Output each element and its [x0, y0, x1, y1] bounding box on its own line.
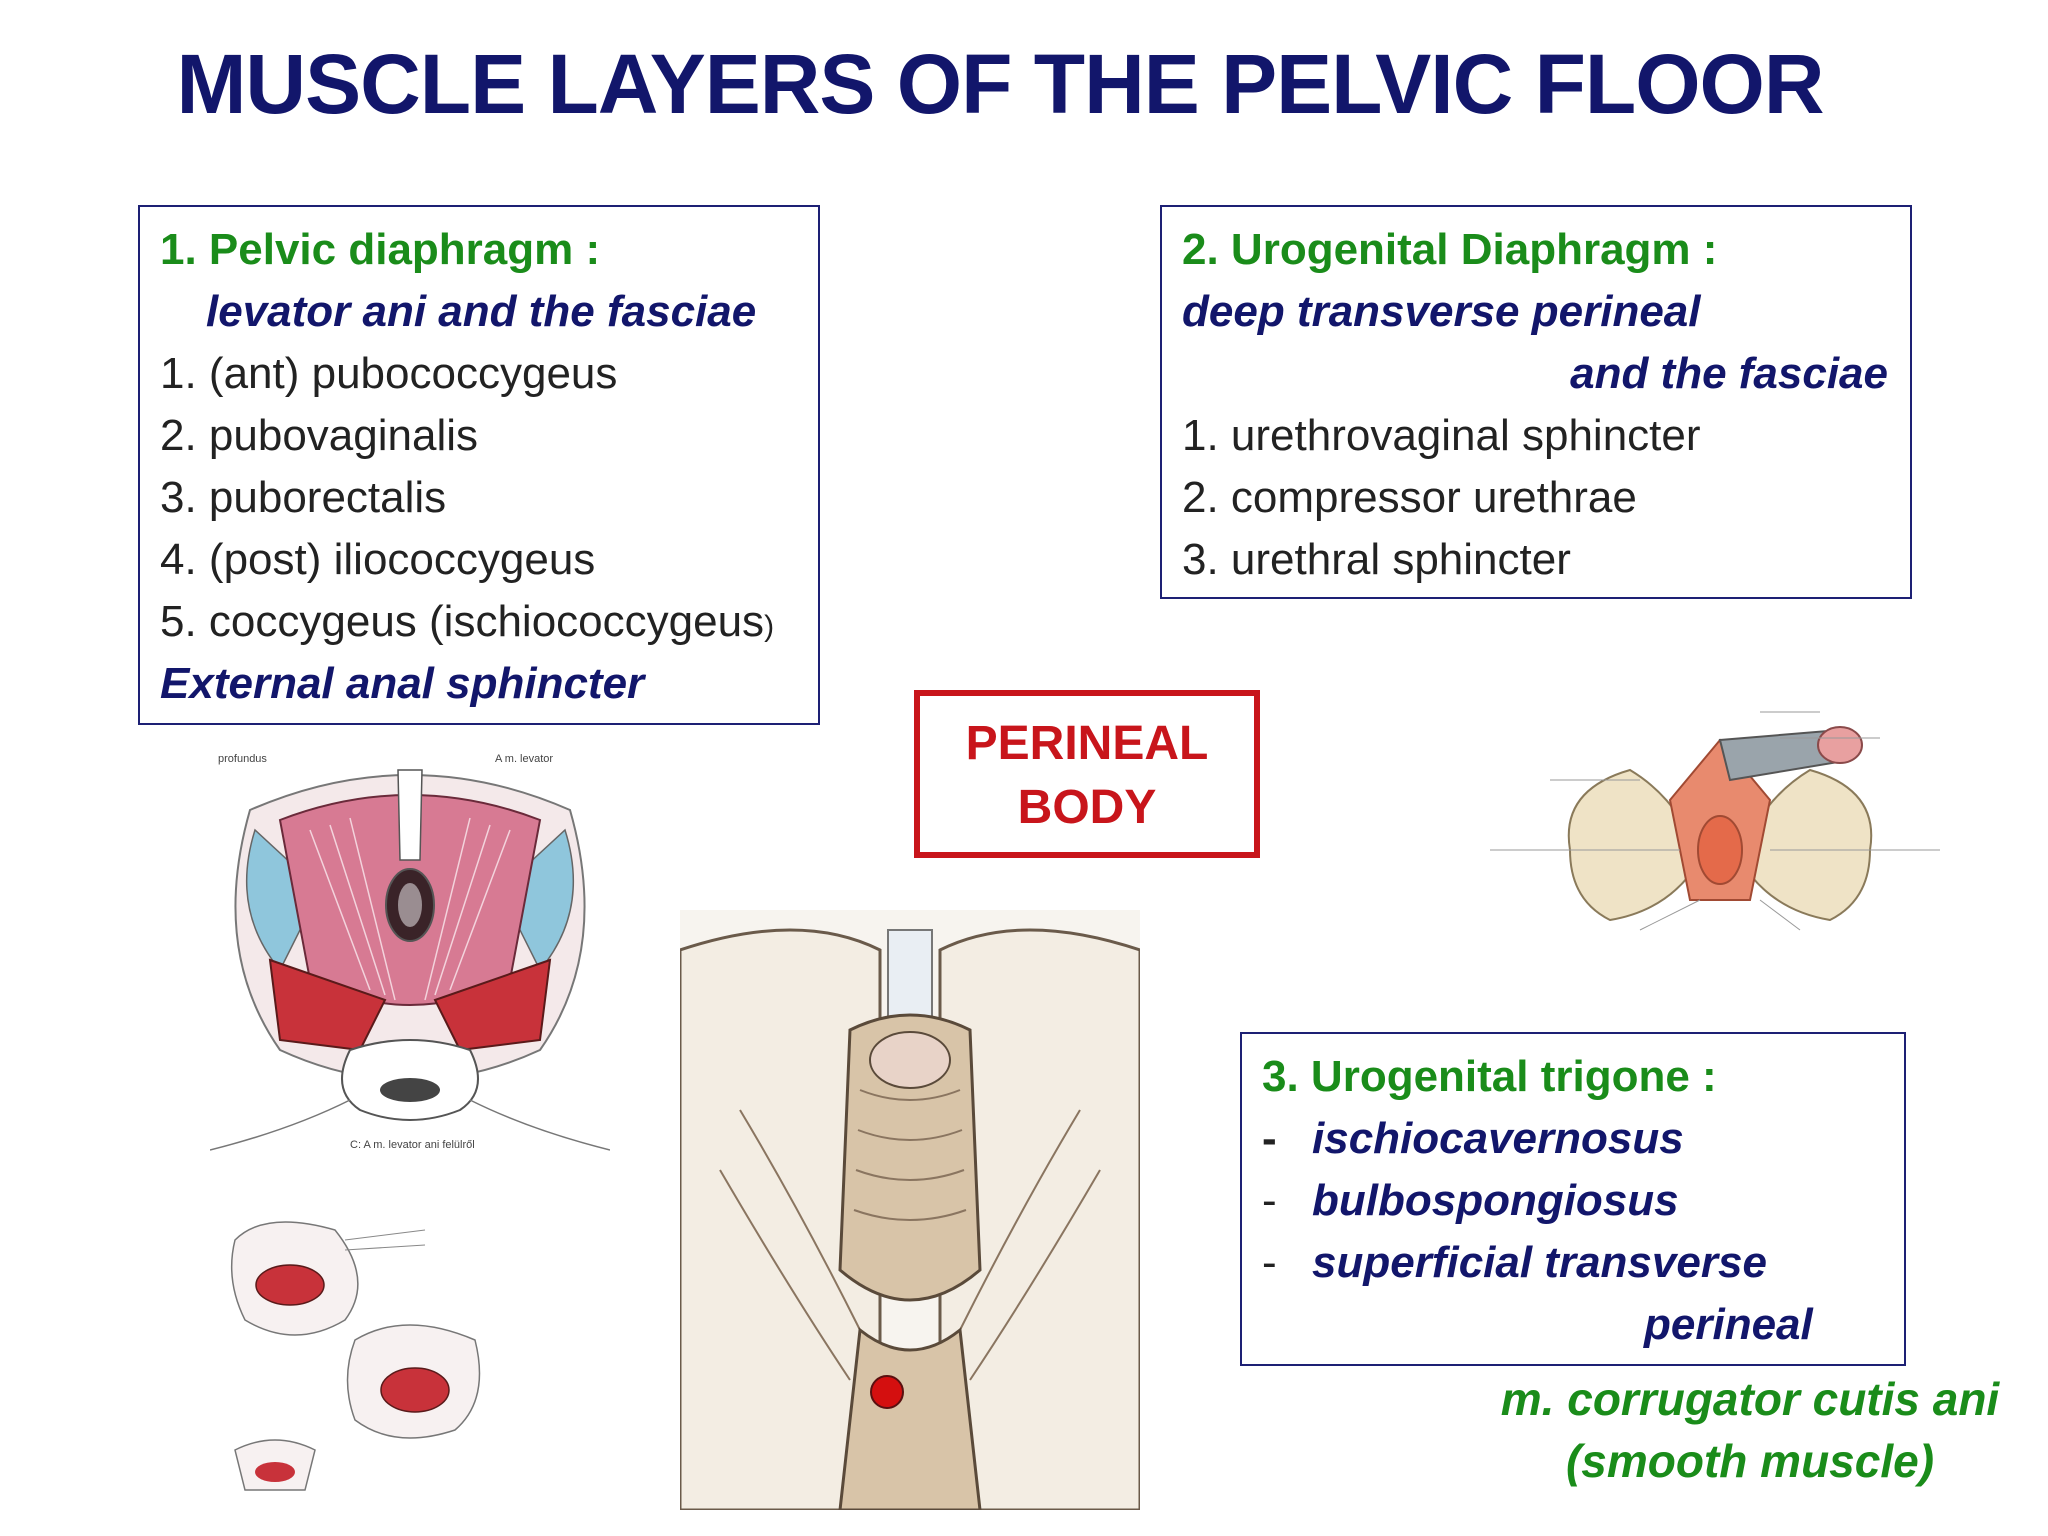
caption-line2: (smooth muscle): [1565, 1435, 1935, 1487]
list-item: 2. compressor urethrae: [1182, 473, 1637, 522]
list-item: 1. (ant) pubococcygeus: [160, 349, 618, 398]
pelvic-diaphragm-footer: External anal sphincter: [160, 659, 645, 708]
perineal-body-line2: BODY: [1017, 781, 1157, 834]
list-item-text: bulbospongiosus: [1312, 1176, 1679, 1225]
list-item-text: 5. coccygeus (ischiococcygeus: [160, 597, 765, 646]
perineal-body-line1: PERINEAL: [965, 717, 1209, 770]
pelvic-views-illustration: [230, 1221, 481, 1491]
dash-bullet: -: [1262, 1176, 1277, 1225]
urogenital-illustration: [1490, 711, 1940, 931]
dash-bullet: -: [1262, 1238, 1277, 1287]
figure-caption: C: A m. levator ani felülről: [350, 1139, 475, 1151]
list-item: 3. puborectalis: [160, 473, 447, 522]
urogenital-diaphragm-box: 2. Urogenital Diaphragm : deep transvers…: [1160, 205, 1912, 599]
levator-ani-illustration: profundus A m. levator C: A m. levator a…: [210, 753, 610, 1151]
dash-bullet: -: [1262, 1114, 1277, 1163]
figure-label: A m. levator: [495, 753, 553, 765]
urogenital-trigone-box: 3. Urogenital trigone : -ischiocavernosu…: [1240, 1032, 1906, 1366]
corrugator-caption: m. corrugator cutis ani (smooth muscle): [1500, 1368, 2000, 1492]
list-item: 2. pubovaginalis: [160, 411, 479, 460]
caption-line1: m. corrugator cutis ani: [1500, 1373, 2000, 1425]
list-item: -bulbospongiosus: [1262, 1170, 1679, 1232]
perineal-body-illustration: [680, 910, 1140, 1510]
list-item: 3. urethral sphincter: [1182, 535, 1571, 584]
list-item-text: superficial transverse: [1312, 1238, 1767, 1287]
page-title: MUSCLE LAYERS OF THE PELVIC FLOOR: [176, 37, 1824, 131]
list-item-cont: perineal: [1644, 1300, 1813, 1349]
list-item: 4. (post) iliococcygeus: [160, 535, 596, 584]
pelvic-diaphragm-box: 1. Pelvic diaphragm : levator ani and th…: [138, 205, 820, 725]
urogenital-diaphragm-subheading-cont: and the fasciae: [1570, 349, 1888, 398]
list-item: 5. coccygeus (ischiococcygeus): [160, 591, 774, 658]
closing-paren: ): [764, 610, 775, 643]
list-item-text: ischiocavernosus: [1312, 1114, 1684, 1163]
list-item: 1. urethrovaginal sphincter: [1182, 411, 1701, 460]
figure-label: profundus: [218, 753, 267, 765]
pelvic-diaphragm-subheading: levator ani and the fasciae: [206, 287, 757, 336]
list-item: -superficial transverse: [1262, 1232, 1767, 1294]
urogenital-trigone-heading: 3. Urogenital trigone :: [1262, 1052, 1717, 1101]
pelvic-diaphragm-heading: 1. Pelvic diaphragm :: [160, 225, 601, 274]
perineal-body-marker: [870, 1375, 904, 1409]
urogenital-diaphragm-subheading: deep transverse perineal: [1182, 287, 1701, 336]
perineal-body-box: PERINEAL BODY: [914, 690, 1260, 858]
list-item: -ischiocavernosus: [1262, 1108, 1684, 1170]
urogenital-diaphragm-heading: 2. Urogenital Diaphragm :: [1182, 225, 1718, 274]
